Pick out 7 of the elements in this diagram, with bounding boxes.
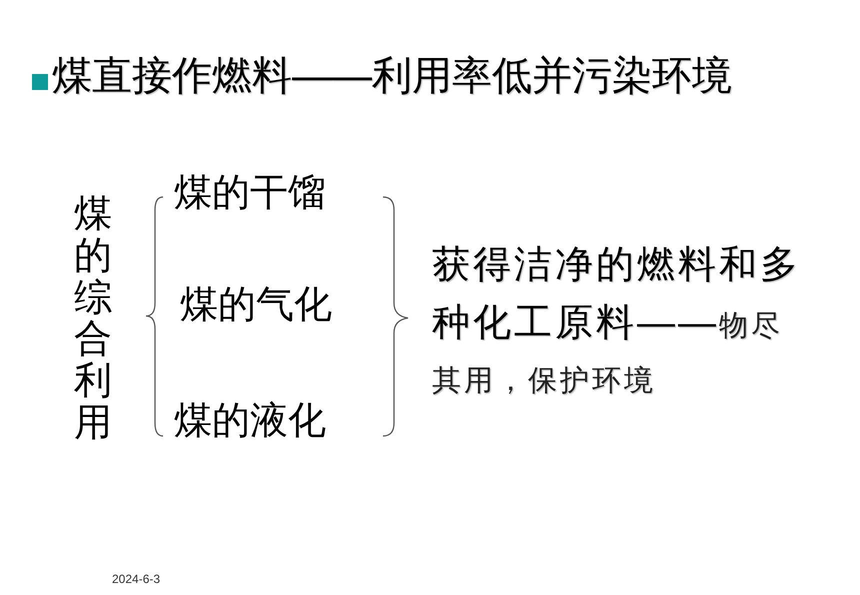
list-item: 煤的干馏: [174, 171, 326, 216]
list-item: 煤的液化: [174, 399, 326, 444]
title: 煤直接作燃料——利用率低并污染环境: [52, 53, 732, 100]
vertical-heading: 煤的综合利用: [74, 194, 112, 445]
result-text: 获得洁净的燃料和多种化工原料——物尽其用，保护环境: [432, 243, 802, 399]
list-item: 煤的气化: [180, 283, 332, 328]
date: 2024-6-3: [112, 571, 160, 588]
